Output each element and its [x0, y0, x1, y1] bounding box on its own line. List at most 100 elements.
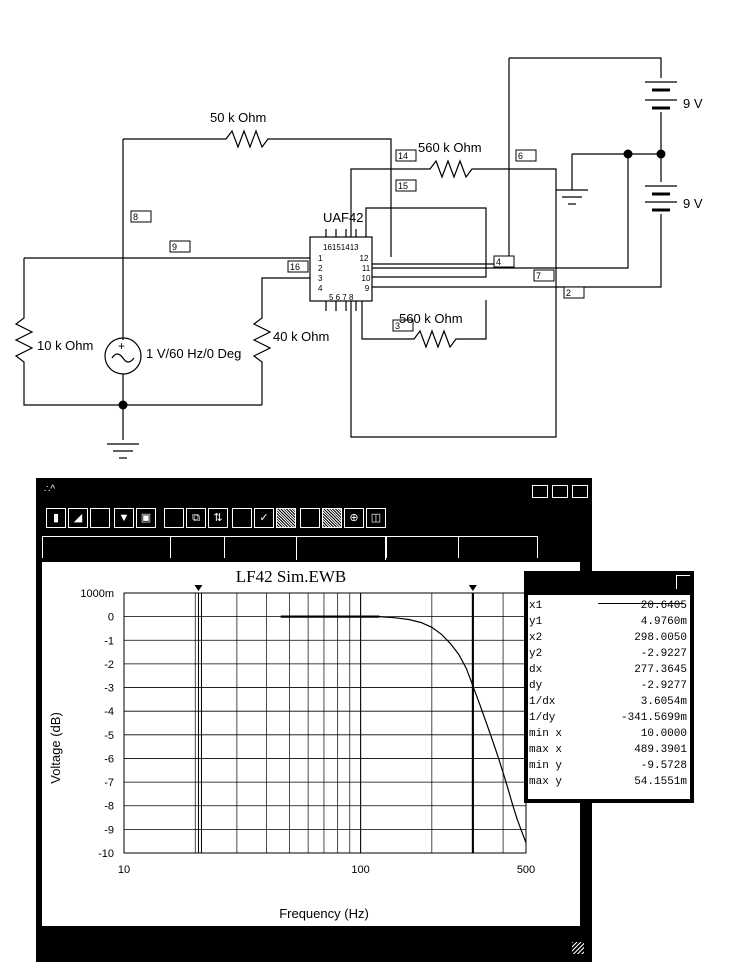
ic-pin-11: 11: [362, 264, 371, 273]
source-label: 1 V/60 Hz/0 Deg: [146, 346, 241, 361]
ic-pin-12: 12: [360, 254, 369, 263]
x-tick-labels: 10 100 500: [118, 864, 535, 876]
circuit-schematic: 14 6 15 8 9 16 4 7 2 3 50 k Ohm 560 k Oh…: [14, 57, 703, 459]
minimize-button[interactable]: [532, 485, 548, 498]
ic-pin-2: 2: [318, 264, 323, 273]
y-tick-label: -8: [104, 801, 114, 813]
tab-4[interactable]: [296, 536, 386, 560]
cursor-2-marker[interactable]: [468, 585, 477, 591]
readout-label: min y: [529, 760, 563, 772]
resistor-10k-label: 10 k Ohm: [37, 338, 93, 353]
close-button[interactable]: [572, 485, 588, 498]
readout-value: 54.1551m: [634, 776, 687, 788]
readout-control-box[interactable]: [676, 575, 690, 589]
node-7: 7: [536, 271, 541, 281]
y-tick-label: -4: [104, 706, 114, 718]
node-9: 9: [172, 242, 177, 252]
status-bar: [42, 934, 586, 956]
x-tick-label: 500: [517, 864, 535, 876]
blank-tool-1[interactable]: [90, 508, 110, 528]
magnitude-curve: [280, 615, 527, 844]
open-icon[interactable]: ◢: [68, 508, 88, 528]
source-plus-sign: +: [118, 339, 125, 353]
tab-3[interactable]: [224, 536, 296, 558]
resize-grip-icon[interactable]: [572, 942, 584, 954]
resistor-560k-top-label: 560 k Ohm: [418, 140, 482, 155]
cursor-tool-icon[interactable]: ✓: [254, 508, 274, 528]
zoom-icon[interactable]: ⊕: [344, 508, 364, 528]
maximize-button[interactable]: [552, 485, 568, 498]
battery-top-label: 9 V: [683, 96, 703, 111]
plot-frame: [123, 592, 527, 854]
chart-series: [280, 615, 527, 844]
readout-label: dy: [529, 680, 543, 692]
blank-tool-2[interactable]: [164, 508, 184, 528]
zoom-pattern-icon[interactable]: [322, 508, 342, 528]
battery-bottom-label: 9 V: [683, 196, 703, 211]
blank-tool-3[interactable]: [232, 508, 252, 528]
x-axis-label: Frequency (Hz): [279, 906, 369, 921]
tab-5[interactable]: [386, 536, 458, 558]
ic-pin-9: 9: [365, 284, 370, 293]
tab-1[interactable]: [42, 536, 170, 558]
new-file-icon[interactable]: ▮: [46, 508, 66, 528]
ic-pin-10: 10: [362, 274, 371, 283]
print-icon[interactable]: ▣: [136, 508, 156, 528]
cursor-1-marker[interactable]: [194, 585, 203, 591]
readout-value: -2.9277: [640, 680, 687, 692]
toolbar: ▮ ◢ ▼ ▣ ⧉ ⇅ ✓ ⊕ ◫: [42, 506, 426, 532]
readout-row: dy -2.9277: [529, 678, 689, 694]
node-16: 16: [290, 262, 300, 272]
tab-6[interactable]: [458, 536, 538, 558]
chart-cursors[interactable]: [194, 585, 477, 853]
resistor-560k-bottom-label: 560 k Ohm: [399, 311, 463, 326]
window-menu-icon[interactable]: ∴^: [44, 484, 56, 495]
ic-pin-4: 4: [318, 284, 323, 293]
window-title-bar[interactable]: ∴^: [38, 480, 590, 500]
resistor-40k-label: 40 k Ohm: [273, 329, 329, 344]
tab-2[interactable]: [170, 536, 224, 558]
y-tick-label: -9: [104, 824, 114, 836]
readout-label: min x: [529, 728, 563, 740]
node-14: 14: [398, 151, 408, 161]
readout-label: y2: [529, 648, 543, 660]
chart-grid: [123, 592, 527, 854]
readout-label: 1/dy: [529, 712, 556, 724]
y-tick-label: -10: [98, 848, 114, 860]
y-tick-label: -3: [104, 683, 114, 695]
resistor-50k-label: 50 k Ohm: [210, 110, 266, 125]
x-tick-label: 100: [351, 864, 369, 876]
readout-value: 4.9760m: [640, 616, 687, 628]
readout-label: y1: [529, 616, 543, 628]
x-tick-label: 10: [118, 864, 130, 876]
readout-value: -2.9227: [640, 648, 687, 660]
paste-icon[interactable]: ⇅: [208, 508, 228, 528]
node-6: 6: [518, 151, 523, 161]
readout-label: x2: [529, 632, 543, 644]
ic-pin-1: 1: [318, 254, 323, 263]
readout-value: 10.0000: [640, 728, 687, 740]
y-tick-label: -5: [104, 730, 114, 742]
readout-row: y1 4.9760m: [529, 614, 689, 630]
copy-icon[interactable]: ⧉: [186, 508, 206, 528]
grid-toggle-icon[interactable]: [276, 508, 296, 528]
tab-strip: [42, 536, 586, 560]
ic-pin-3: 3: [318, 274, 323, 283]
window-icon[interactable]: ◫: [366, 508, 386, 528]
blank-tool-4[interactable]: [300, 508, 320, 528]
readout-value: -9.5728: [640, 760, 687, 772]
filter-icon[interactable]: ▼: [114, 508, 134, 528]
node-3: 3: [395, 321, 400, 331]
ic-name: UAF42: [323, 210, 363, 225]
y-tick-label: -7: [104, 777, 114, 789]
y-tick-label: -2: [104, 659, 114, 671]
y-axis-label: Voltage (dB): [48, 712, 63, 784]
